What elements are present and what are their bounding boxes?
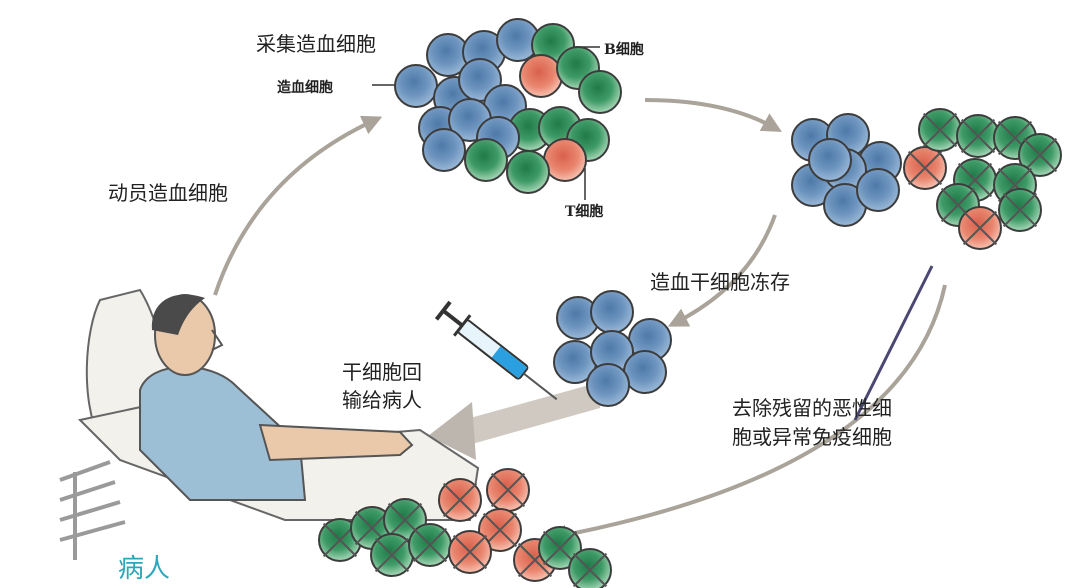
cross-mark-icon [442, 482, 478, 518]
arrow-collect-to-process [644, 98, 782, 132]
cross-mark-icon [490, 472, 526, 508]
green-cell-removed [956, 114, 1000, 158]
syringe-icon [434, 300, 558, 401]
label-infuse-line1: 干细胞回 [342, 360, 422, 384]
label-mobilize: 动员造血细胞 [108, 181, 228, 205]
patient-hair [151, 294, 205, 335]
label-remove-line1: 去除残留的恶性细 [732, 396, 892, 420]
patient-icon [59, 288, 480, 560]
label-hematopoietic-cell: 造血细胞 [277, 80, 333, 96]
green-cell-removed [1018, 133, 1062, 177]
blue-cell [586, 363, 630, 407]
blue-cell [623, 350, 667, 394]
label-infuse-line2: 输给病人 [342, 388, 422, 412]
red-cell-removed [958, 206, 1002, 250]
green-cell [464, 138, 508, 182]
blue-cell [590, 290, 634, 334]
blue-cell [808, 138, 852, 182]
cross-mark-icon [940, 187, 976, 223]
red-cell [543, 138, 587, 182]
arrow-mobilize [213, 115, 383, 296]
infusion-arrow-body [470, 382, 600, 444]
cross-mark-icon [542, 530, 578, 566]
green-cell-removed [370, 533, 414, 577]
label-t-cell: T细胞 [565, 204, 604, 220]
green-cell-removed [918, 108, 962, 152]
cross-mark-icon [482, 512, 518, 548]
cross-mark-icon [907, 150, 943, 186]
cross-mark-icon [387, 502, 423, 538]
arrow-freeze [667, 214, 777, 327]
cross-mark-icon [374, 537, 410, 573]
green-cell-removed [538, 526, 582, 570]
label-freeze: 造血干细胞冻存 [650, 270, 790, 294]
bed-frame [59, 460, 126, 560]
cross-mark-icon [962, 210, 998, 246]
blue-cell [394, 64, 438, 108]
arrow-remove [547, 284, 947, 545]
green-cell [578, 70, 622, 114]
patient-nose [211, 329, 224, 351]
cross-mark-icon [1002, 192, 1038, 228]
cross-mark-icon [452, 534, 488, 570]
divider-line [853, 265, 934, 421]
label-remove-line2: 胞或异常免疫细胞 [732, 425, 892, 449]
label-collect-cells: 采集造血细胞 [256, 32, 376, 56]
green-cell-removed [568, 548, 612, 588]
green-cell [506, 150, 550, 194]
red-cell-removed [486, 468, 530, 512]
cross-mark-icon [1022, 137, 1058, 173]
cross-mark-icon [997, 120, 1033, 156]
green-cell-removed [998, 188, 1042, 232]
cell-clusters [318, 18, 1062, 588]
cross-mark-icon [960, 118, 996, 154]
red-cell-removed [438, 478, 482, 522]
cross-mark-icon [412, 527, 448, 563]
red-cell-removed [448, 530, 492, 574]
label-b-cell: B细胞 [604, 42, 644, 58]
blue-cell [422, 128, 466, 172]
patient-arm [258, 423, 414, 462]
red-cell [519, 54, 563, 98]
label-patient: 病人 [118, 554, 171, 584]
red-cell-removed [903, 146, 947, 190]
red-cell-removed [478, 508, 522, 552]
cross-mark-icon [572, 552, 608, 588]
green-cell-removed [408, 523, 452, 567]
patient-shirt [139, 365, 307, 501]
blue-cell [856, 168, 900, 212]
infusion-arrow-tip [428, 402, 476, 460]
cross-mark-icon [354, 510, 390, 546]
cross-mark-icon [922, 112, 958, 148]
